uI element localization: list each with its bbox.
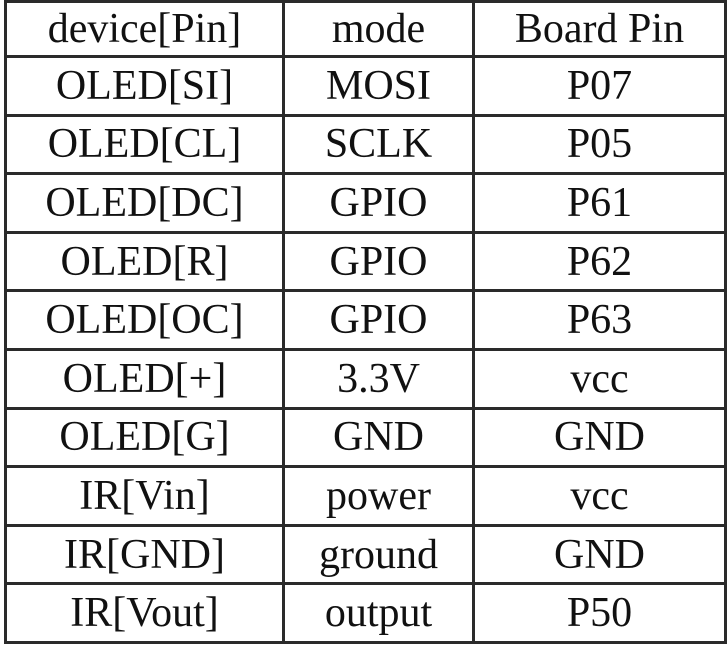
- cell-device-pin: OLED[DC]: [4, 172, 285, 234]
- cell-board-pin: GND: [472, 406, 727, 469]
- cell-mode: GPIO: [282, 289, 475, 351]
- cell-board-pin: vcc: [472, 465, 727, 527]
- table-row: OLED[DC] GPIO P61: [4, 172, 727, 234]
- cell-board-pin: P50: [472, 582, 727, 644]
- cell-board-pin: P05: [472, 113, 727, 176]
- table-row: OLED[CL] SCLK P05: [4, 113, 727, 176]
- table-row: IR[GND] ground GND: [4, 523, 727, 586]
- cell-mode: 3.3V: [282, 347, 475, 410]
- cell-board-pin: vcc: [472, 347, 727, 410]
- header-board-pin: Board Pin: [472, 0, 727, 58]
- cell-board-pin: GND: [472, 523, 727, 586]
- cell-mode: GPIO: [282, 172, 475, 234]
- cell-board-pin: P63: [472, 289, 727, 351]
- cell-device-pin: OLED[G]: [4, 406, 285, 469]
- cell-device-pin: OLED[+]: [4, 347, 285, 410]
- table-body: OLED[SI] MOSI P07 OLED[CL] SCLK P05 OLED…: [4, 55, 727, 644]
- table-header: device[Pin] mode Board Pin: [4, 0, 727, 58]
- header-row: device[Pin] mode Board Pin: [4, 0, 727, 58]
- cell-mode: ground: [282, 523, 475, 586]
- cell-device-pin: OLED[R]: [4, 230, 285, 293]
- cell-mode: SCLK: [282, 113, 475, 176]
- cell-mode: MOSI: [282, 55, 475, 117]
- cell-mode: GND: [282, 406, 475, 469]
- cell-device-pin: IR[Vin]: [4, 465, 285, 527]
- table-row: OLED[SI] MOSI P07: [4, 55, 727, 117]
- header-device-pin: device[Pin]: [4, 0, 285, 58]
- table-row: IR[Vin] power vcc: [4, 465, 727, 527]
- table-row: IR[Vout] output P50: [4, 582, 727, 644]
- cell-device-pin: IR[Vout]: [4, 582, 285, 644]
- cell-mode: output: [282, 582, 475, 644]
- header-mode: mode: [282, 0, 475, 58]
- table-row: OLED[OC] GPIO P63: [4, 289, 727, 351]
- cell-device-pin: OLED[SI]: [4, 55, 285, 117]
- table-row: OLED[G] GND GND: [4, 406, 727, 469]
- cell-mode: GPIO: [282, 230, 475, 293]
- cell-board-pin: P62: [472, 230, 727, 293]
- table-row: OLED[R] GPIO P62: [4, 230, 727, 293]
- table-row: OLED[+] 3.3V vcc: [4, 347, 727, 410]
- pin-mapping-table: device[Pin] mode Board Pin OLED[SI] MOSI…: [4, 0, 727, 644]
- cell-board-pin: P07: [472, 55, 727, 117]
- cell-device-pin: OLED[OC]: [4, 289, 285, 351]
- cell-board-pin: P61: [472, 172, 727, 234]
- cell-device-pin: OLED[CL]: [4, 113, 285, 176]
- cell-mode: power: [282, 465, 475, 527]
- cell-device-pin: IR[GND]: [4, 523, 285, 586]
